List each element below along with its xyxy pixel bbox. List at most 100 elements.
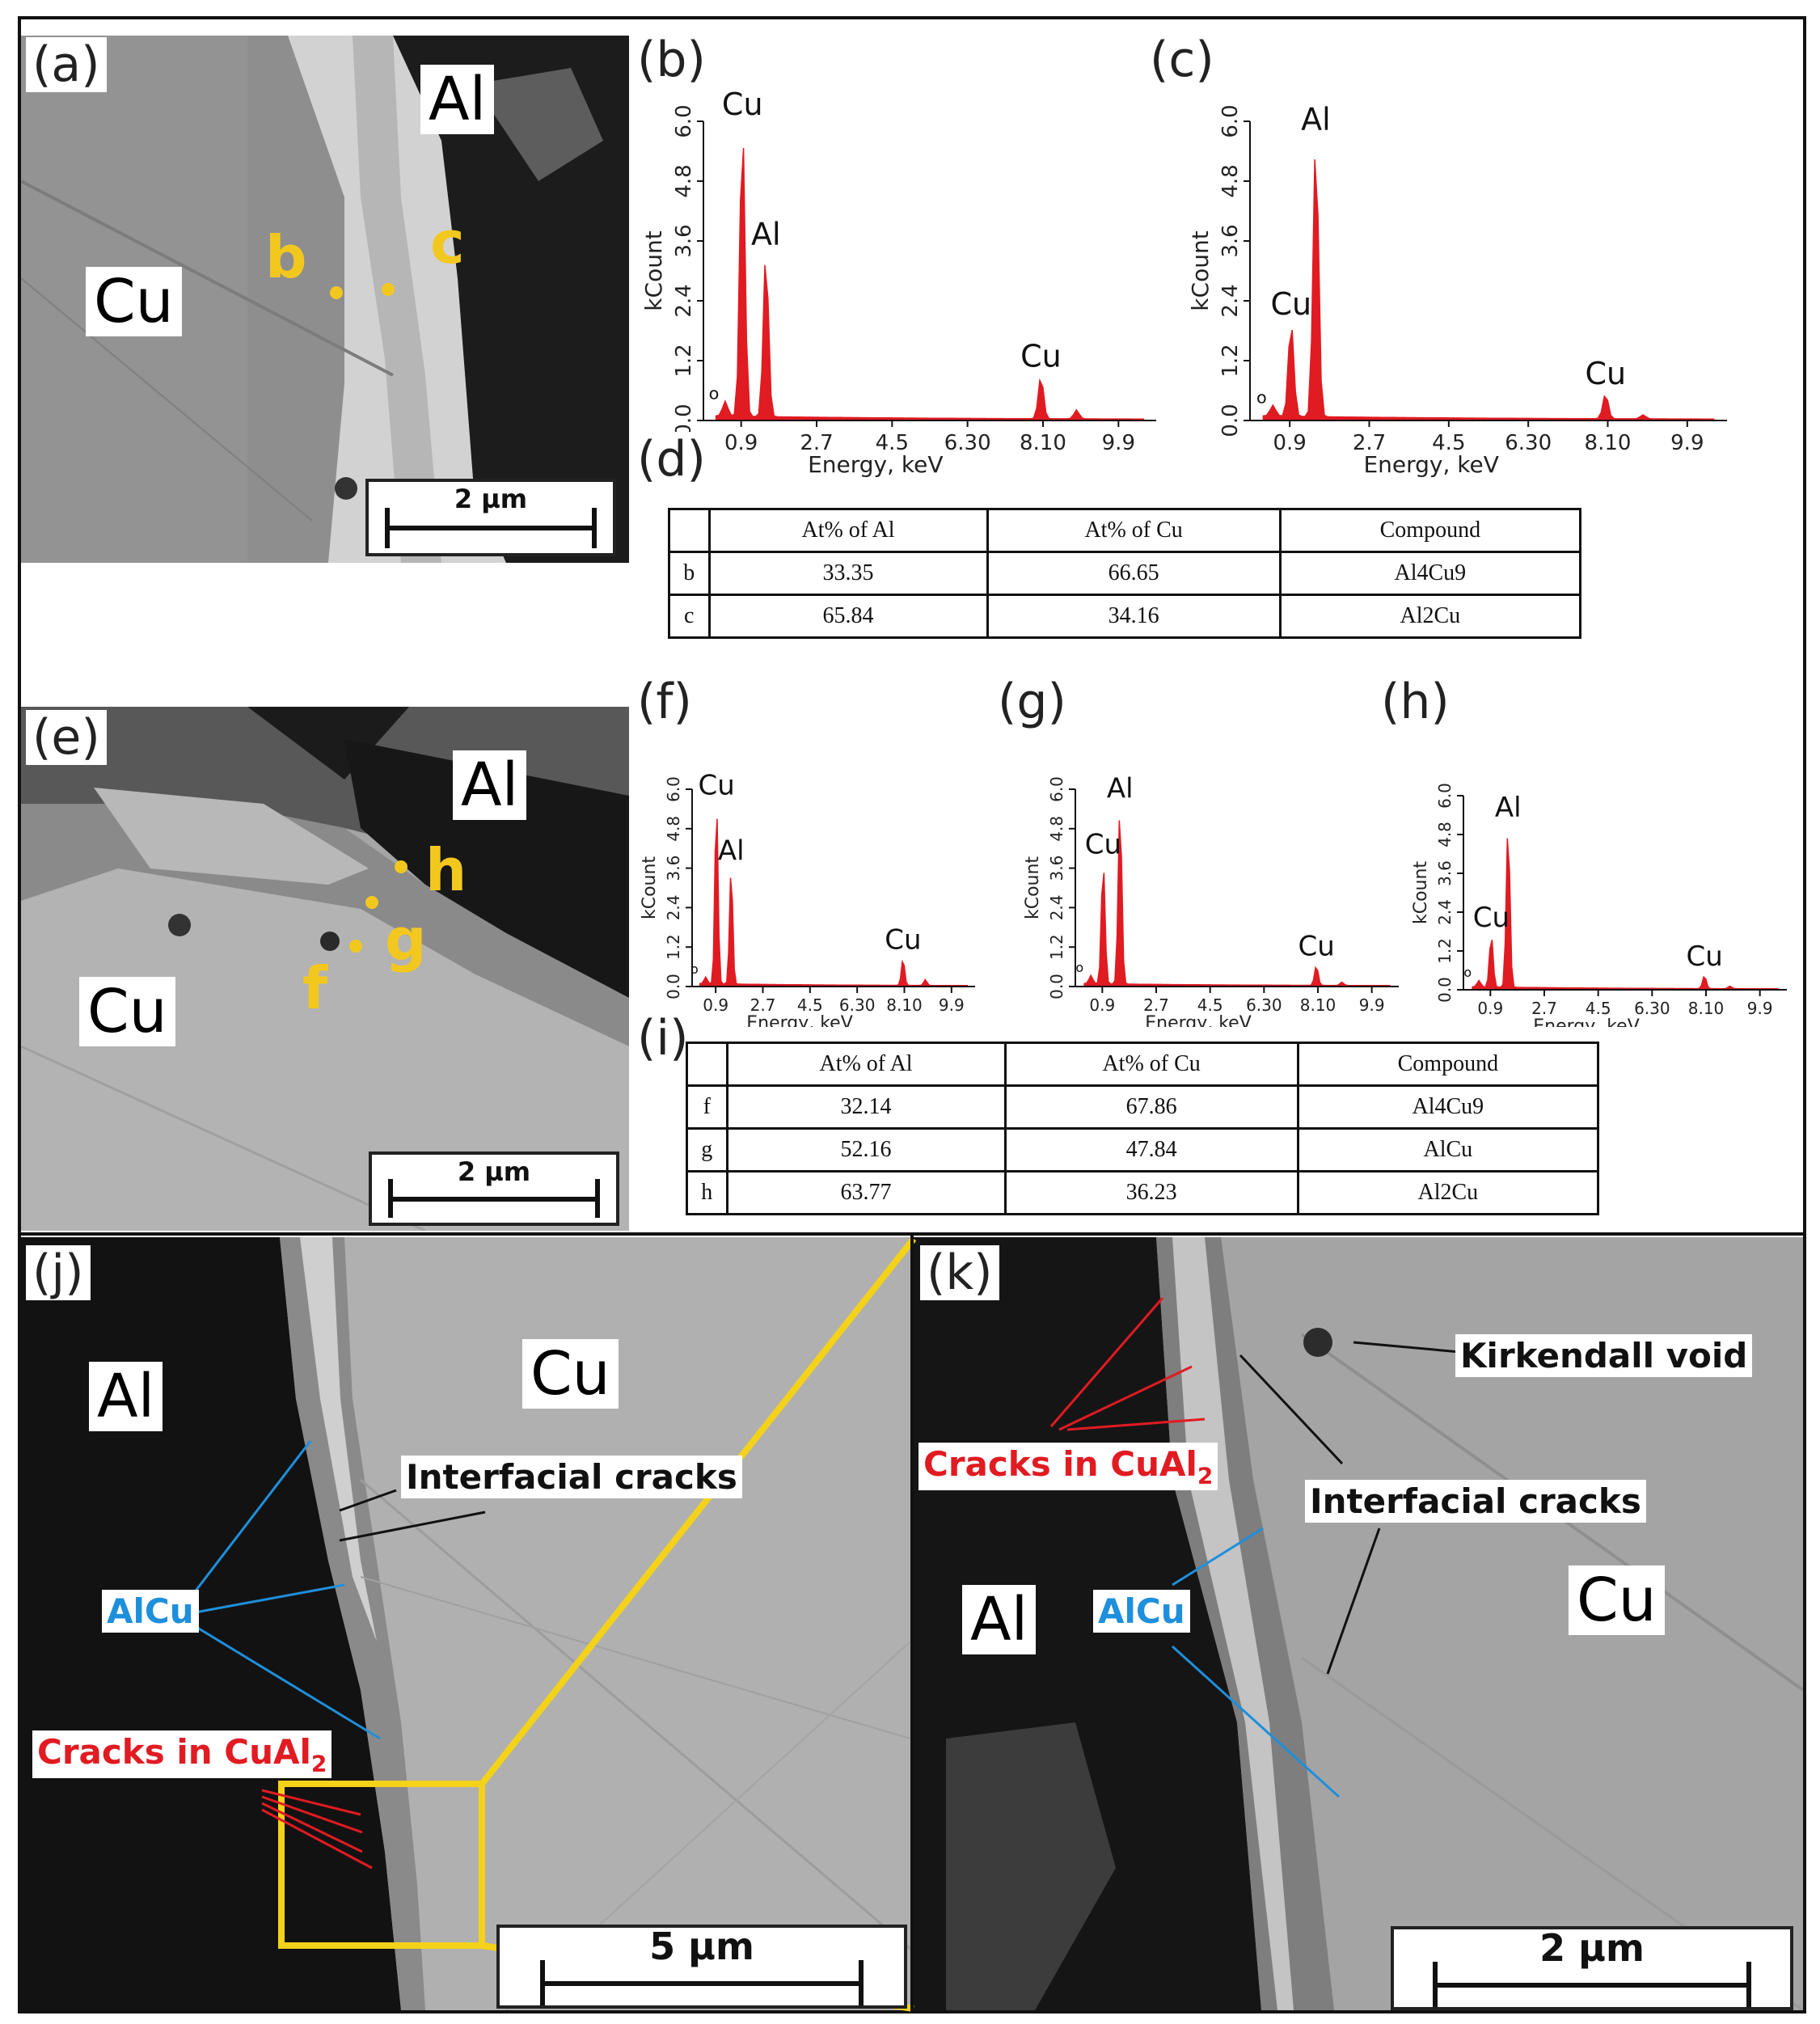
x-tick-label: 0.9 [724,431,758,455]
scale-bar-j: 5 µm [496,1925,907,2009]
peak-label: Cu [1085,829,1121,861]
x-tick-label: 8.10 [1585,431,1632,455]
x-tick-label: 2.7 [800,431,833,455]
table-header-cell: Compound [1296,1042,1600,1087]
material-label-cu: Cu [522,1339,619,1409]
peak-label: Al [718,835,745,868]
table-cell: 33.35 [707,551,989,596]
x-tick-label: 4.5 [1432,431,1465,455]
scale-bar-cap-left [388,1179,393,1218]
row-divider-1 [18,1232,1806,1236]
x-tick-label: 9.9 [1670,431,1704,455]
y-tick-label: 6.0 [664,776,683,802]
x-tick-label: 8.10 [1688,999,1725,1018]
x-axis-label: Energy, keV [808,451,943,478]
table-header-cell: At% of Cu [986,508,1282,553]
y-tick-label: 1.2 [1218,344,1243,377]
y-tick-label: 3.6 [664,856,683,881]
peak-label: Al [1107,772,1134,805]
scale-bar-line [1433,1983,1751,1988]
y-tick-label: 0.0 [1218,404,1243,437]
x-tick-label: 8.10 [1300,995,1336,1015]
x-tick-label: 8.10 [886,995,923,1015]
scale-bar-label: 2 µm [454,484,528,514]
y-tick-label: 1.2 [1047,934,1066,960]
y-tick-label: 3.6 [1218,224,1243,257]
table-header-cell [686,1042,728,1087]
table-header-cell [668,508,711,553]
table-cell: 34.16 [986,594,1282,639]
point-marker-b [330,286,343,299]
annotation-alcu: AlCu [1093,1590,1190,1633]
point-label-g: g [385,906,427,974]
scale-bar-cap-right [1746,1962,1751,2007]
y-tick-label: 0.0 [664,974,683,999]
material-label-cu: Cu [86,267,182,336]
annotation-alcu: AlCu [102,1590,199,1633]
panel-label-k: (k) [920,1245,999,1300]
table-cell: 67.86 [1003,1084,1299,1130]
table-cell: h [686,1170,728,1215]
x-tick-label: 4.5 [1586,999,1611,1018]
scale-bar-cap-right [859,1960,864,2005]
material-label-al: Al [89,1362,163,1431]
y-tick-label: 3.6 [1047,856,1066,881]
x-tick-label: 6.30 [839,995,876,1015]
table-cell: 47.84 [1003,1127,1299,1173]
y-tick-label: 2.4 [1435,899,1455,925]
annotation-interfacial-cracks: Interfacial cracks [401,1456,742,1498]
y-axis-label: kCount [1187,230,1214,311]
annotation-cracks-cual2: Cracks in CuAl2 [918,1443,1218,1491]
scale-bar-label: 5 µm [649,1925,754,1968]
annotation-kirkendall-void: Kirkendall void [1455,1334,1753,1377]
table-cell: Al2Cu [1296,1170,1600,1215]
peak-label: o [1256,387,1267,407]
x-tick-label: 6.30 [1505,431,1552,455]
panel-label-g: (g) [991,674,1073,729]
x-axis-label: Energy, keV [746,1013,853,1027]
x-axis-label: Energy, keV [1363,451,1498,478]
table-cell: 65.84 [707,594,989,639]
y-axis-label: kCount [1411,861,1431,924]
y-tick-label: 6.0 [1047,776,1066,802]
point-marker-g [365,896,378,909]
table-cell: 63.77 [725,1170,1007,1215]
peak-label: Cu [1020,339,1062,374]
sem-image-e [21,707,629,1231]
table-cell: c [668,594,711,639]
annotation-cracks-cual2: Cracks in CuAl2 [32,1730,332,1779]
x-tick-label: 2.7 [750,995,776,1015]
y-axis-label: kCount [1023,856,1043,919]
x-tick-label: 4.5 [876,431,909,455]
panel-label-b: (b) [631,32,712,87]
scale-bar-line [540,1981,864,1986]
peak-label: Al [1301,102,1331,137]
peak-label: Cu [698,769,734,801]
x-tick-label: 4.5 [1197,995,1223,1015]
point-marker-c [382,283,395,296]
x-tick-label: 0.9 [1273,431,1306,455]
y-tick-label: 4.8 [1435,822,1455,847]
y-axis-label: kCount [640,230,667,311]
material-label-al: Al [962,1585,1037,1654]
peak-label: Al [1495,792,1522,824]
scale-bar-a: 2 µm [365,479,616,556]
panel-label-a: (a) [26,37,107,92]
peak-label: Cu [1298,931,1334,963]
y-tick-label: 1.2 [672,344,696,377]
y-tick-label: 2.4 [664,894,683,920]
table-cell: f [686,1084,728,1130]
x-axis-label: Energy, keV [1145,1013,1252,1027]
table-cell: 32.14 [725,1084,1007,1130]
x-tick-label: 6.30 [1634,999,1670,1018]
x-axis-label: Energy, keV [1533,1016,1640,1027]
annotation-cracks-subscript: 2 [310,1750,327,1777]
